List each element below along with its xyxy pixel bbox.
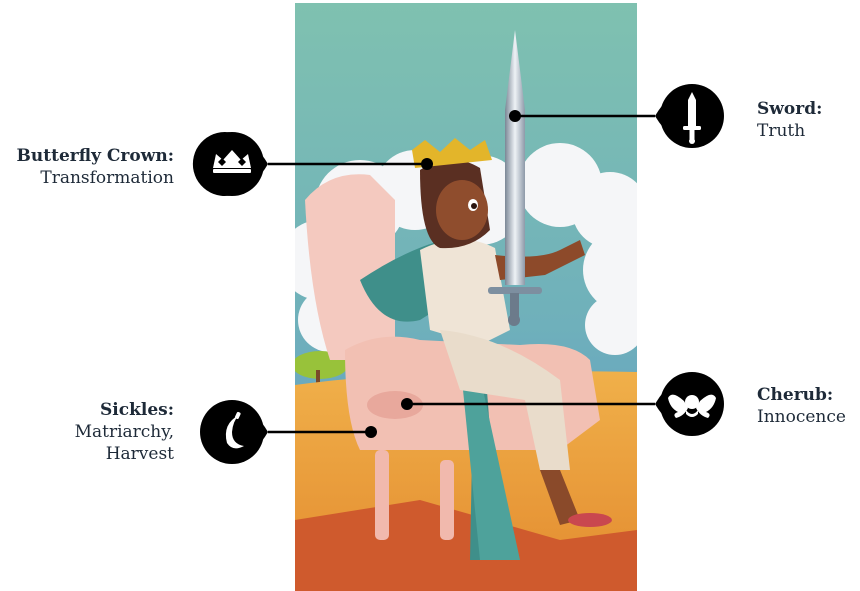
annotation-meaning: Truth xyxy=(757,121,806,141)
sword-guard xyxy=(488,287,542,294)
sickles-marker xyxy=(200,400,268,464)
shoe xyxy=(568,513,612,527)
dress-skirt xyxy=(440,330,570,470)
annotation-title: Sickles: xyxy=(100,400,174,420)
face xyxy=(436,180,488,240)
cherub-icon xyxy=(668,394,716,418)
cherub-marker xyxy=(655,372,724,436)
sword-marker xyxy=(655,84,724,148)
cherub-carving xyxy=(367,391,423,419)
throne-back xyxy=(305,174,395,360)
cape xyxy=(360,235,500,560)
annotation-crown: Butterfly Crown: Transformation xyxy=(0,145,174,189)
leader-endpoints xyxy=(365,110,521,438)
annotation-meaning: Transformation xyxy=(40,168,174,188)
annotation-title: Sword: xyxy=(757,99,823,119)
annotation-sickles: Sickles: Matriarchy, Harvest xyxy=(0,399,174,465)
tarot-card-art xyxy=(295,3,637,591)
annotation-cherub: Cherub: Innocence xyxy=(757,384,857,428)
sword-blade xyxy=(505,30,525,285)
annotation-meaning: Innocence xyxy=(757,407,846,427)
dress-top xyxy=(420,239,510,345)
sword-point xyxy=(509,110,521,122)
annotation-sword: Sword: Truth xyxy=(757,98,857,142)
crown-point xyxy=(421,158,433,170)
sword-icon xyxy=(683,92,701,144)
annotation-meaning: Harvest xyxy=(105,444,174,464)
sickle-icon xyxy=(225,411,244,449)
crown-marker xyxy=(192,132,268,196)
annotation-title: Butterfly Crown: xyxy=(16,146,174,166)
annotation-title: Cherub: xyxy=(757,385,834,405)
butterfly-crown xyxy=(412,138,492,168)
cherub-point xyxy=(401,398,413,410)
leader-lines xyxy=(268,114,655,434)
annotation-meaning: Matriarchy, xyxy=(74,422,174,442)
crown-icon xyxy=(213,150,251,173)
sickles-point xyxy=(365,426,377,438)
